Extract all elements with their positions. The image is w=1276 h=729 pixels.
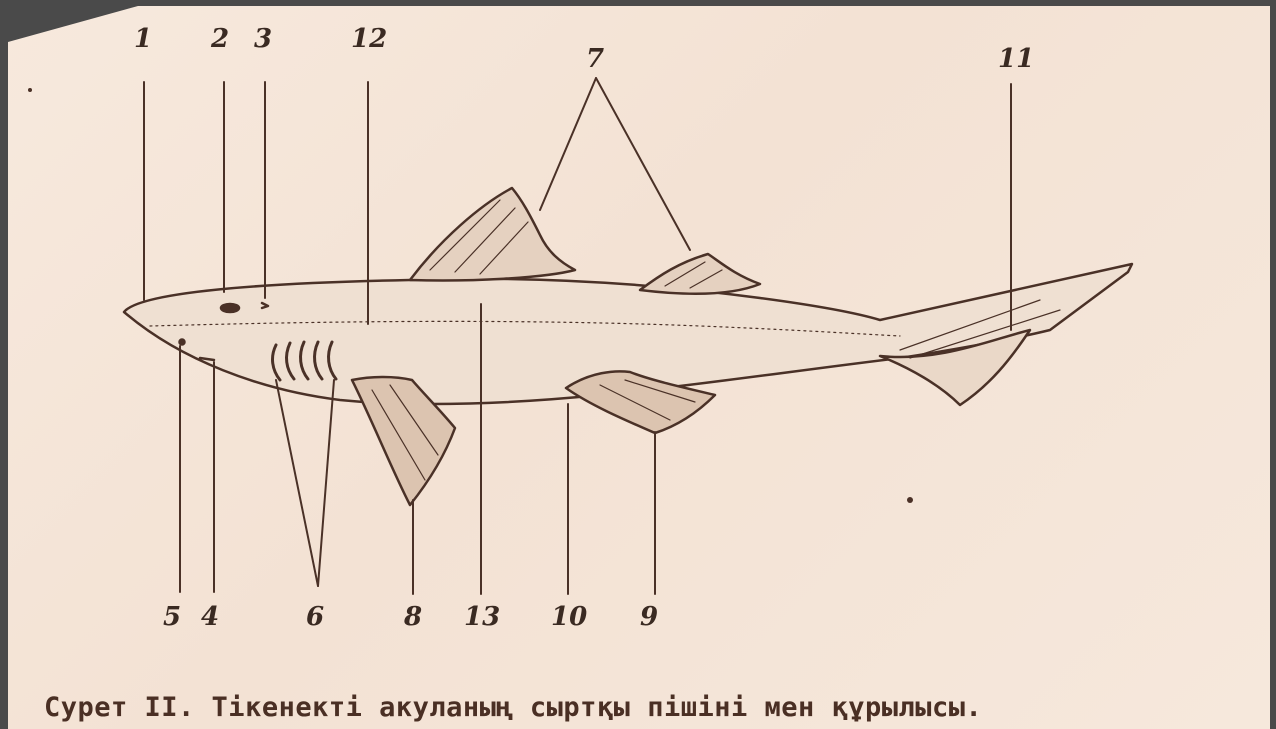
figure-caption: Сурет II. Тікенекті акуланың сыртқы піші… (44, 692, 982, 723)
label-5: 5 (163, 604, 181, 630)
label-9: 9 (640, 604, 658, 630)
nostril (180, 340, 185, 345)
label-6: 6 (306, 604, 324, 630)
label-10: 10 (551, 604, 587, 630)
label-12: 12 (351, 26, 387, 52)
label-11: 11 (998, 46, 1034, 72)
label-2: 2 (211, 26, 229, 52)
figure-sheet: 1 2 3 12 7 11 5 4 6 8 13 10 9 Сурет II. … (8, 6, 1270, 729)
stray-dot (28, 88, 32, 92)
label-4: 4 (201, 604, 219, 630)
label-3: 3 (254, 26, 272, 52)
eye (221, 304, 239, 312)
shark-illustration (8, 6, 1270, 729)
label-7: 7 (586, 46, 604, 72)
stray-dot (907, 497, 913, 503)
second-dorsal-fin (640, 254, 760, 294)
first-dorsal-fin (410, 188, 575, 281)
label-1: 1 (134, 26, 152, 52)
label-13: 13 (464, 604, 500, 630)
label-8: 8 (404, 604, 422, 630)
